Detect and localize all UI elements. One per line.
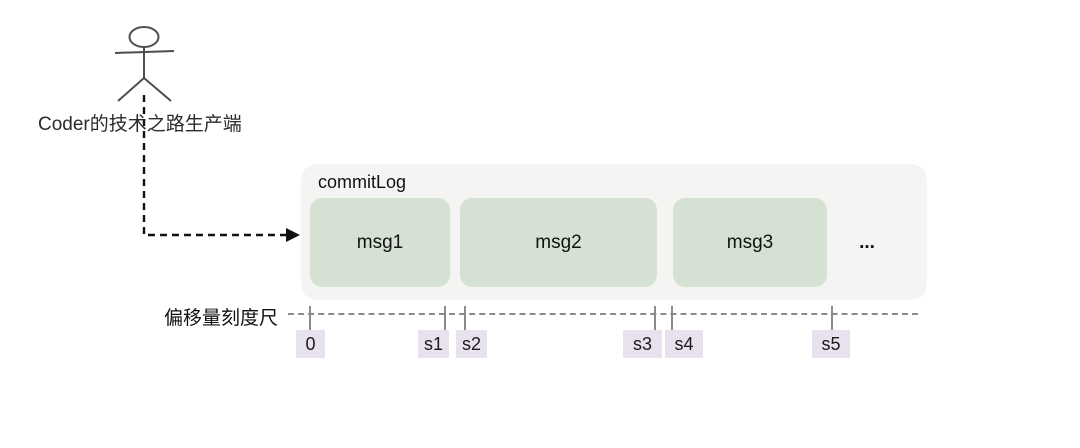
ruler-tick-s1 — [444, 306, 446, 333]
message-block-msg2: msg2 — [460, 198, 657, 287]
ruler-mark-s2: s2 — [456, 330, 487, 358]
commitlog-title: commitLog — [318, 172, 407, 192]
ruler-tick-s4 — [671, 306, 673, 333]
ruler-dashed-line — [288, 313, 918, 315]
actor-label: Coder的技术之路生产端 — [38, 114, 242, 135]
ruler-tick-s5 — [831, 306, 833, 333]
actor-icon — [114, 26, 175, 102]
ruler-mark-s3: s3 — [623, 330, 662, 358]
producer-arrow — [142, 95, 300, 242]
ruler-label: 偏移量刻度尺 — [164, 308, 279, 329]
message-block-msg3: msg3 — [673, 198, 827, 287]
ruler-tick-s3 — [654, 306, 656, 333]
ruler-mark-s5: s5 — [812, 330, 850, 358]
ruler-mark-s1: s1 — [418, 330, 449, 358]
message-ellipsis: ... — [859, 231, 875, 253]
ruler-tick-s2 — [464, 306, 466, 333]
message-block-msg1: msg1 — [310, 198, 450, 287]
ruler-mark-0: 0 — [296, 330, 325, 358]
ruler-tick-0 — [309, 306, 311, 333]
ruler-mark-s4: s4 — [665, 330, 703, 358]
